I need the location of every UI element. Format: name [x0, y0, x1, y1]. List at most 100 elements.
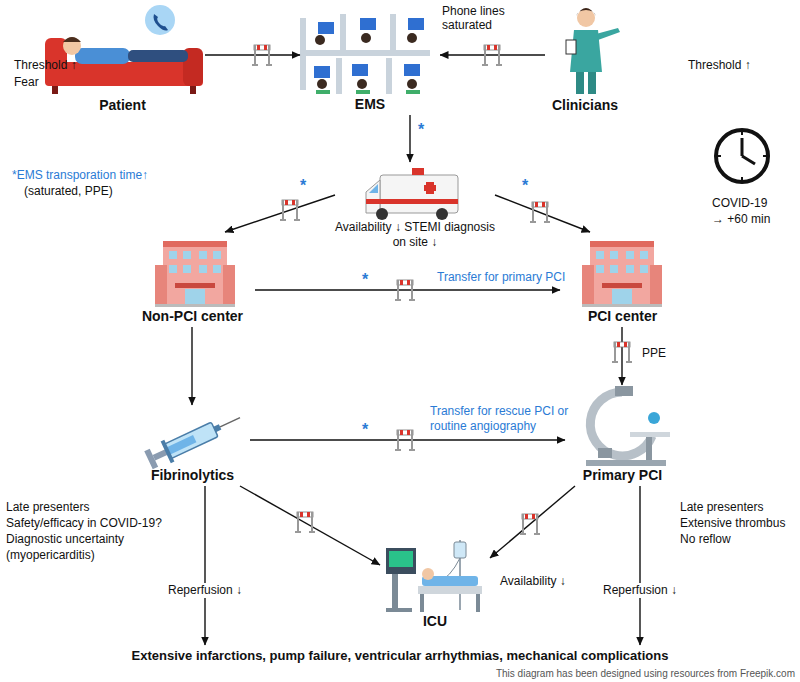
illustration-part	[577, 9, 595, 27]
illustration-part	[300, 50, 430, 56]
ems-time-note: (saturated, PPE)	[24, 184, 113, 199]
illustration-part	[213, 424, 221, 432]
illustration-part	[741, 177, 743, 180]
node-label: Fibrinolytics	[135, 467, 250, 484]
illustration-part	[220, 418, 240, 427]
node-label: Patient	[40, 97, 205, 114]
node-label: Availability ↓ STEMI diagnosis on site ↓	[335, 220, 495, 250]
illustration-part	[361, 33, 371, 43]
illustration-part	[386, 548, 416, 574]
illustration-part	[392, 574, 398, 610]
barrier-icon	[280, 200, 300, 221]
flow-arrow	[225, 195, 335, 232]
icu-bed-icon	[386, 540, 482, 612]
asterisk-mark: *	[300, 176, 306, 195]
threshold-note: Threshold ↑	[688, 58, 751, 73]
illustration-part	[317, 79, 327, 89]
edge-label: Reperfusion ↓	[166, 583, 244, 598]
fibrinolytics-note: Diagnostic uncertainty	[6, 532, 124, 547]
illustration-part	[424, 185, 436, 191]
illustration-part	[144, 449, 158, 470]
illustration-part	[145, 5, 175, 35]
illustration-part	[412, 168, 424, 175]
illustration-part	[404, 64, 420, 76]
illustration-part	[315, 35, 325, 45]
illustration-part	[420, 594, 424, 612]
illustration-part	[336, 58, 342, 94]
illustration-part	[380, 175, 458, 213]
illustration-part	[454, 542, 466, 558]
clinicians-node: Clinicians	[545, 5, 625, 116]
illustration-part	[357, 79, 367, 89]
illustration-part	[376, 208, 388, 220]
edge-label: Transfer for rescue PCI or routine angio…	[428, 404, 572, 434]
pci-center-node: PCI center	[560, 232, 685, 327]
illustration-part	[318, 22, 334, 34]
illustration-part	[407, 79, 417, 89]
illustration-part	[648, 412, 660, 424]
illustration-part	[390, 14, 396, 56]
ambulance-icon	[366, 168, 458, 220]
illustration-part	[352, 64, 368, 76]
illustration-part	[588, 72, 596, 94]
illustration-part	[576, 72, 584, 94]
fear-note: Fear	[14, 75, 39, 90]
ems-time-note: *EMS transporation time↑	[12, 168, 148, 183]
illustration-part	[646, 437, 652, 461]
syringe-icon	[143, 407, 245, 471]
flow-arrow	[409, 115, 410, 162]
illustration-part	[366, 199, 458, 204]
illustration-part	[75, 48, 130, 64]
flow-arrow	[440, 54, 545, 55]
covid-note: COVID-19	[712, 196, 767, 211]
barrier-icon	[482, 45, 502, 66]
outcome-node: Extensive infarctions, pump failure, ven…	[20, 645, 780, 666]
ems-call-center-icon	[300, 14, 430, 94]
edge-label: Reperfusion ↓	[601, 583, 679, 598]
barrier-icon	[530, 202, 550, 223]
non-pci-center-node: Non-PCI center	[130, 232, 255, 327]
node-label: Non-PCI center	[130, 308, 255, 325]
barrier-icon	[295, 512, 315, 533]
illustration-part	[166, 435, 197, 455]
flow-arrow	[490, 486, 575, 558]
illustration-part	[154, 14, 169, 31]
clinician-icon	[566, 8, 620, 94]
illustration-part	[615, 386, 633, 396]
clock-icon	[716, 130, 768, 182]
illustration-part	[590, 392, 652, 456]
illustration-part	[741, 138, 744, 156]
ppe-note: PPE	[642, 346, 666, 361]
icu-note: Availability ↓	[500, 574, 566, 589]
node-label: Extensive infarctions, pump failure, ven…	[20, 648, 780, 664]
illustration-part	[369, 184, 378, 193]
illustration-part	[596, 28, 620, 40]
flow-arrow	[240, 486, 380, 565]
illustration-part	[63, 37, 81, 55]
node-label: Phone lines saturated	[442, 4, 514, 32]
flow-arrow	[204, 486, 205, 645]
flow-arrow	[205, 54, 300, 55]
node-label: ICU	[380, 613, 490, 630]
illustration-part	[576, 8, 596, 16]
node-label: Clinicians	[545, 97, 625, 114]
ambulance-node: Availability ↓ STEMI diagnosis on site ↓	[335, 162, 495, 252]
illustration-part	[161, 440, 175, 463]
node-label: EMS	[300, 96, 440, 113]
icu-node: ICU	[380, 535, 490, 632]
illustration-part	[716, 130, 768, 182]
flow-arrow	[621, 327, 622, 385]
primary-pci-note: Late presenters	[680, 500, 763, 515]
illustration-part	[386, 58, 392, 94]
illustration-part	[340, 14, 346, 56]
flow-arrow	[495, 195, 590, 232]
edge-label: Transfer for primary PCI	[435, 270, 567, 285]
illustration-part	[763, 155, 766, 157]
node-label: Primary PCI	[565, 467, 680, 484]
c-arm-icon	[586, 386, 670, 466]
flow-arrow	[250, 439, 565, 440]
barrier-icon	[520, 514, 540, 535]
fibrinolytics-note: (myopericarditis)	[6, 548, 95, 563]
illustration-part	[476, 594, 480, 612]
asterisk-mark: *	[362, 270, 368, 289]
